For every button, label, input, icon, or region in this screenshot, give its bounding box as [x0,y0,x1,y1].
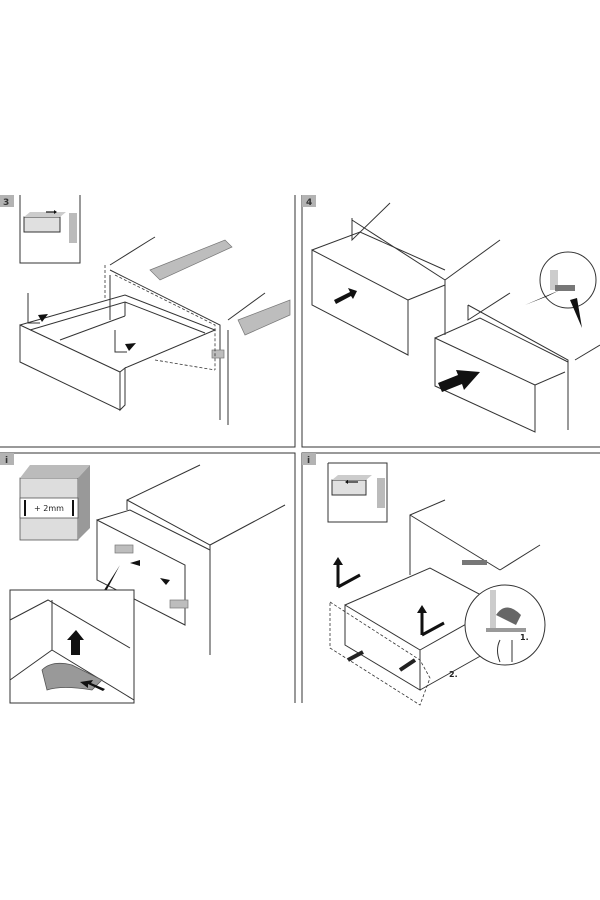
magnifier-detail: 1. [464,584,546,666]
height-adjust-label: + 2mm [34,504,64,513]
arrow-icon [27,293,136,353]
info-badge [302,453,316,465]
info-badge [0,453,14,465]
inset-height-icon: + 2mm [19,465,90,541]
inset-pull-icon [327,462,388,523]
info-label: i [5,456,8,466]
step-badge [302,195,316,207]
inset-icon [19,195,81,264]
panel-step-4: 4 [302,195,600,433]
magnifier-detail [525,251,597,328]
callout-step-2: 2. [449,670,458,679]
panel-step-3: 3 [0,195,291,425]
panel-info-height-adjust: i + 2mm [0,453,286,704]
step-number: 4 [306,198,312,208]
panel-info-removal: i 1. 2. [302,453,546,706]
detail-inset [9,589,135,704]
arrow-icon [333,557,445,637]
step-badge [0,195,14,207]
info-label: i [307,456,310,466]
step-number: 3 [3,198,9,208]
callout-step-1: 1. [520,633,529,642]
